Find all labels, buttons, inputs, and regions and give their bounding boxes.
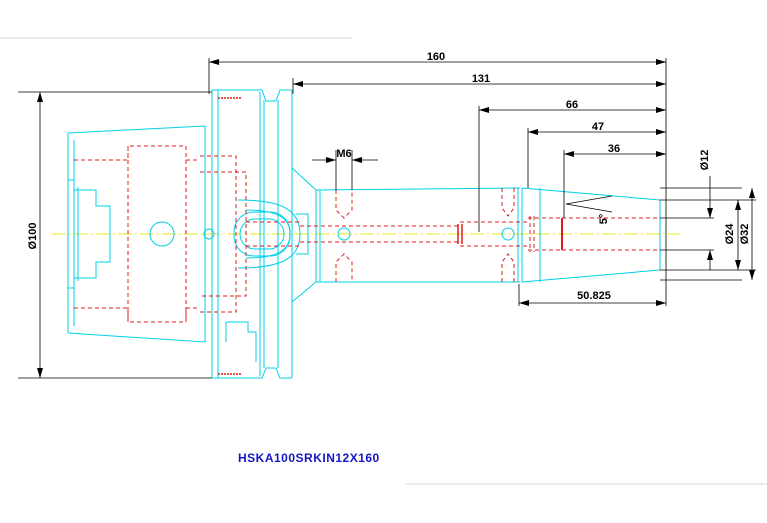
- flange-top: [212, 89, 292, 102]
- dim-nose-length: 66: [566, 99, 578, 111]
- dim-collet-length: 47: [592, 121, 604, 133]
- tool-outline: [67, 89, 661, 379]
- shoulder-bottom: [291, 281, 317, 303]
- body-top-edge: [315, 187, 521, 191]
- red-accents: [218, 97, 563, 375]
- dimension-lines: [18, 58, 756, 379]
- dim-overall-length: 160: [427, 51, 445, 63]
- nose-taper-bottom: [521, 269, 661, 283]
- dim-bore-diameter: Ø12: [699, 150, 711, 171]
- drive-slot: [68, 179, 111, 289]
- dim-nose-diameter-small: Ø24: [724, 223, 736, 245]
- taper-profile: [67, 125, 206, 343]
- dim-thread: M6: [336, 148, 351, 160]
- flange-bottom: [212, 367, 292, 379]
- coolant-hole: [149, 221, 175, 247]
- part-number-title: HSKA100SRKIN12X160: [238, 451, 380, 465]
- dim-nose-diameter-large: Ø32: [739, 224, 751, 245]
- dimension-arrows: [37, 59, 755, 378]
- dim-nose-taper-length: 50.825: [577, 290, 611, 302]
- dim-shank-length: 131: [472, 73, 490, 85]
- center-mark: [203, 228, 215, 240]
- hidden-lines: [74, 145, 660, 323]
- dim-flange-diameter: Ø100: [27, 223, 39, 250]
- shoulder-top: [291, 167, 317, 191]
- nose-taper-top: [521, 187, 661, 201]
- dim-taper-angle: 5°: [598, 214, 610, 225]
- dim-bore-depth: 36: [608, 143, 620, 155]
